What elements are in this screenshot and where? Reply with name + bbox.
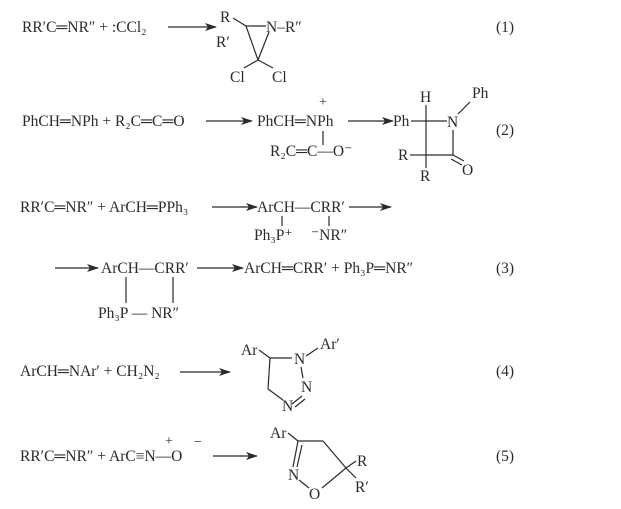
positive-charge: + xyxy=(165,434,173,449)
bond xyxy=(296,444,303,468)
carbonyl-oxygen: O xyxy=(462,162,473,179)
bond xyxy=(232,17,247,27)
ring-bottom: Ph₃P — NR″ xyxy=(98,305,179,322)
equation-number: (5) xyxy=(496,448,514,465)
bond xyxy=(305,347,319,357)
bond xyxy=(245,25,259,61)
bond xyxy=(294,398,306,408)
reactants: PhCH═NPh + R₂C═C═O xyxy=(22,113,185,130)
substituent-r-prime: R′ xyxy=(355,479,369,496)
nitrogen: N xyxy=(301,379,312,396)
nitrogen: N xyxy=(294,351,305,368)
bond xyxy=(321,467,347,489)
phenyl: Ph xyxy=(393,113,410,130)
n-r-group: N–R″ xyxy=(266,19,302,36)
bond xyxy=(322,440,347,469)
bond xyxy=(292,440,299,468)
reaction-5: RR′C═NR″ + ArC≡N—O + − Ar N O R R′ (5) xyxy=(20,425,514,503)
bond xyxy=(457,101,471,115)
bond xyxy=(267,357,271,390)
bond xyxy=(291,395,303,405)
aryl-prime: Ar′ xyxy=(320,336,340,353)
reaction-4: ArCH═NAr′ + CH₂N₂ Ar N Ar′ N N (4) xyxy=(20,336,514,415)
negative-charge: − xyxy=(194,435,202,450)
hydrogen: H xyxy=(420,89,431,106)
betaine-intermediate: ArCH—CRR′ xyxy=(257,199,345,216)
enolate-fragment: R₂C═C—O⁻ xyxy=(270,143,352,160)
bond xyxy=(287,432,299,442)
equation-number: (4) xyxy=(496,363,514,380)
oxygen: O xyxy=(309,486,320,503)
substituent-r: R xyxy=(398,147,409,164)
positive-charge: + xyxy=(319,95,327,110)
reactants: ArCH═NAr′ + CH₂N₂ xyxy=(20,363,160,380)
bond xyxy=(298,479,310,489)
substituent-r-prime: R′ xyxy=(216,34,230,51)
bond xyxy=(300,366,304,379)
bond xyxy=(345,460,357,469)
substituent-r: R xyxy=(220,9,231,26)
equation-number: (2) xyxy=(496,122,514,139)
substituent-r: R xyxy=(357,453,368,470)
chlorine: Cl xyxy=(272,69,287,86)
nitrogen: N xyxy=(288,467,299,484)
nitrogen: N xyxy=(282,398,293,415)
bond xyxy=(243,59,259,69)
reactants: RR′C═NR″ + :CCl₂ xyxy=(22,19,147,36)
bond xyxy=(257,31,270,61)
bond xyxy=(267,388,284,401)
reaction-3: RR′C═NR″ + ArCH═PPh₃ ArCH—CRR′ Ph₃P⁺ ⁻NR… xyxy=(20,199,514,322)
reaction-1: RR′C═NR″ + :CCl₂ R R′ N–R″ Cl Cl (1) xyxy=(22,9,514,86)
aryl: Ar xyxy=(241,342,258,359)
chlorine: Cl xyxy=(230,69,245,86)
aryl: Ar xyxy=(270,425,287,442)
amide-anion: ⁻NR″ xyxy=(311,227,347,244)
n-phenyl: Ph xyxy=(472,85,489,102)
bond xyxy=(450,158,463,166)
bond xyxy=(258,349,271,359)
phosphonium: Ph₃P⁺ xyxy=(254,227,293,244)
oxazaphosphetane-intermediate: ArCH—CRR′ xyxy=(101,260,189,277)
bond xyxy=(257,59,274,69)
products: ArCH═CRR′ + Ph₃P═NR″ xyxy=(244,260,413,277)
reactants: RR′C═NR″ + ArC≡N—O xyxy=(20,448,182,465)
equation-number: (3) xyxy=(496,260,514,277)
substituent-r: R xyxy=(420,168,431,185)
nitrogen: N xyxy=(447,114,458,131)
bond xyxy=(452,154,465,162)
bond xyxy=(345,467,357,479)
equation-number: (1) xyxy=(496,19,514,36)
intermediate: PhCH═NPh xyxy=(257,113,334,130)
reaction-2: PhCH═NPh + R₂C═C═O PhCH═NPh + R₂C═C—O⁻ P… xyxy=(22,85,514,185)
reactants: RR′C═NR″ + ArCH═PPh₃ xyxy=(20,199,188,216)
